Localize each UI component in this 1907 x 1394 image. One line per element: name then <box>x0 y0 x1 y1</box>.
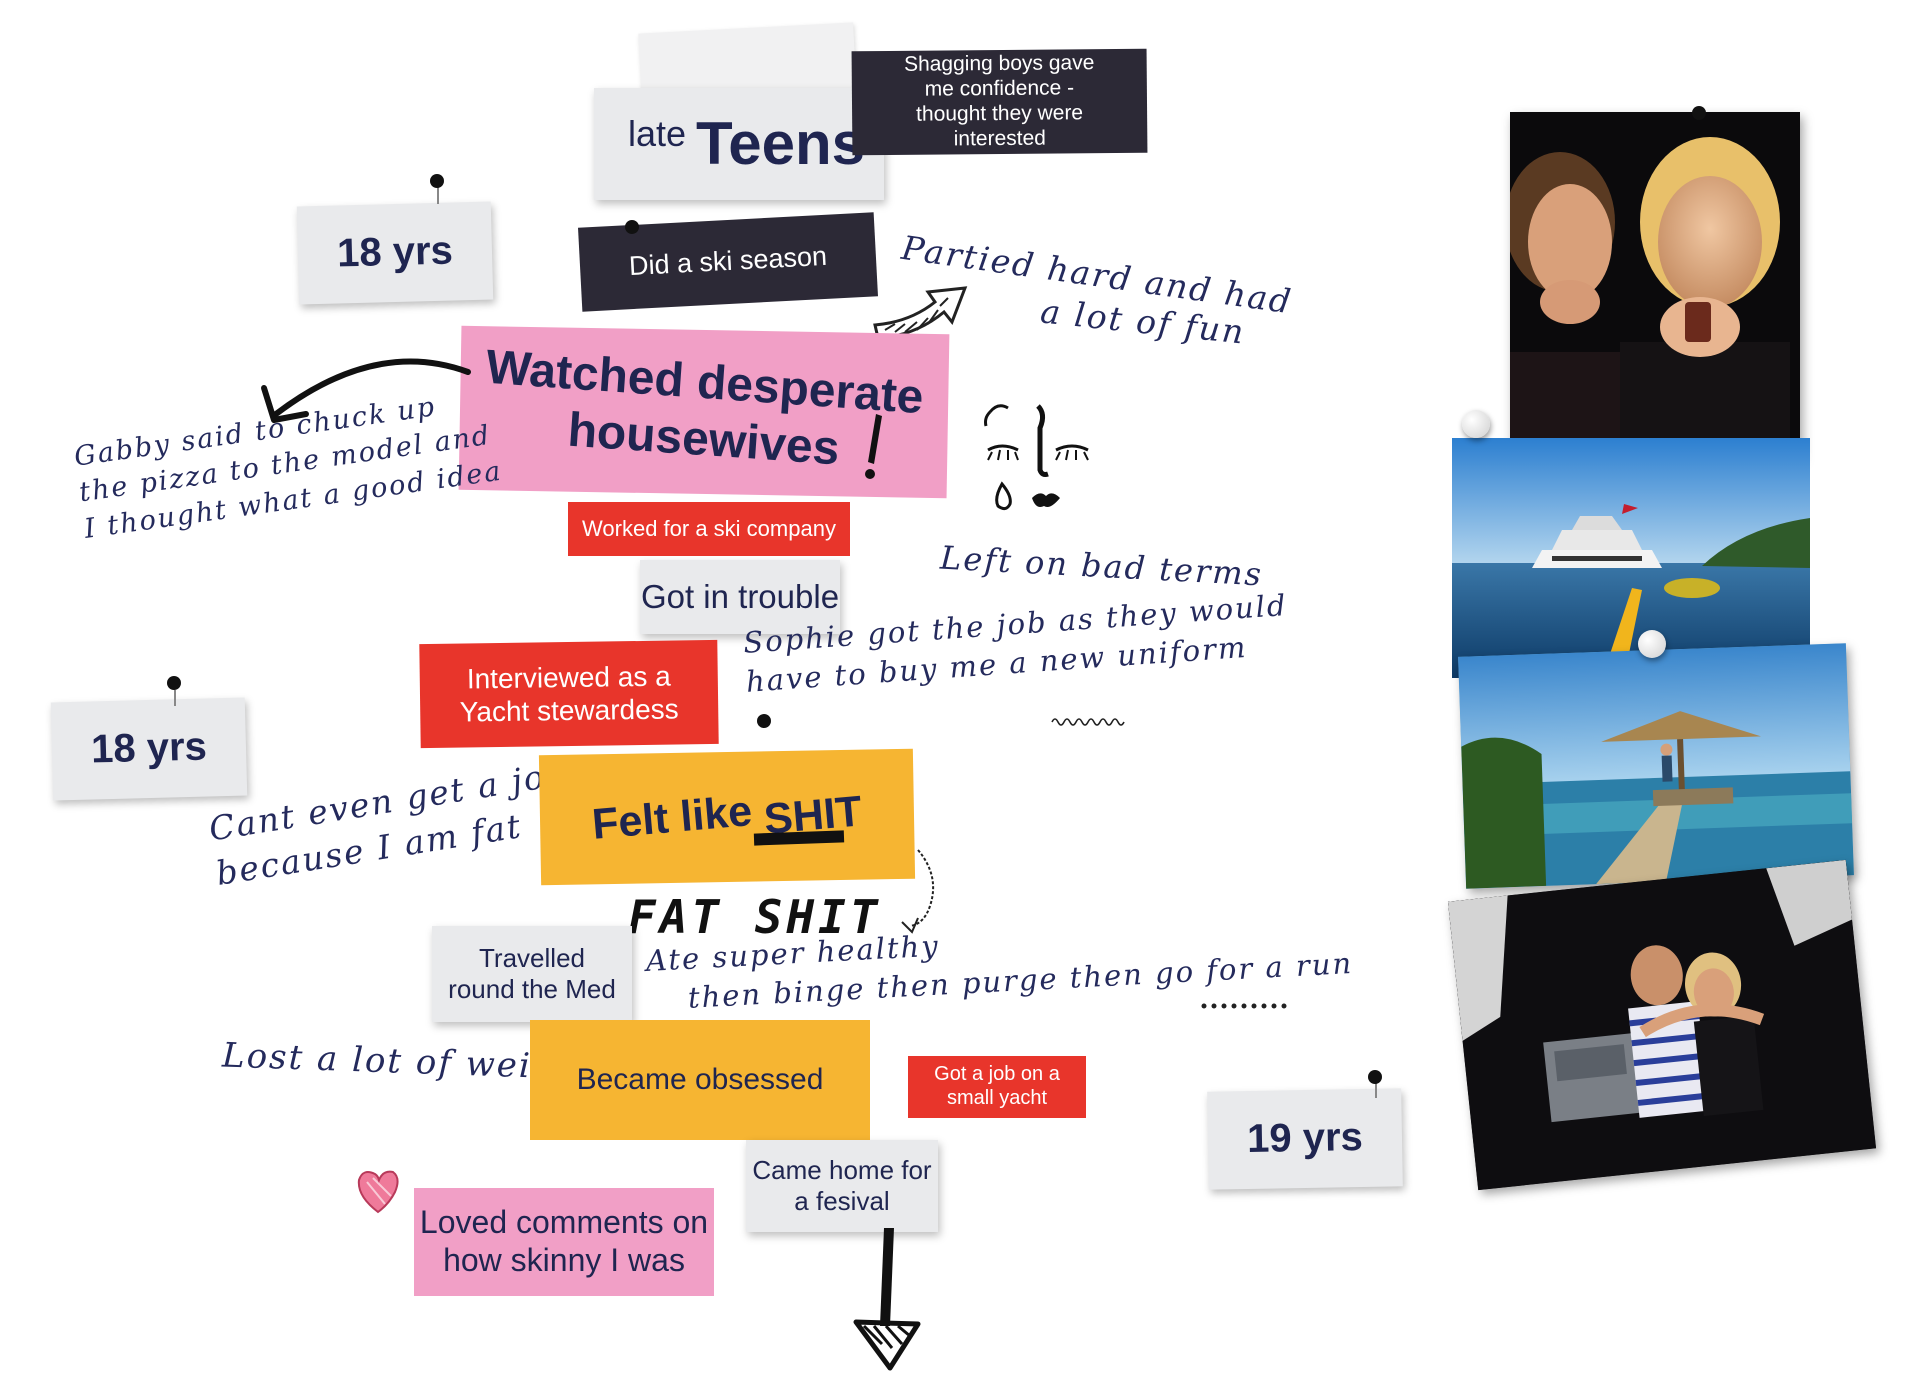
photo-girls-shots <box>1510 112 1800 457</box>
down-arrow-icon <box>853 1228 921 1371</box>
page-title: late Teens <box>594 88 884 200</box>
note-felt-like: Felt like SHIT <box>538 748 916 886</box>
note-travelled: Travelled round the Med <box>432 926 632 1022</box>
note-shagging: Shagging boys gave me confidence - thoug… <box>851 48 1148 156</box>
note-fat-shit: FAT SHIT <box>628 890 882 944</box>
note-festival: Came home for a fesival <box>746 1140 938 1232</box>
pushpin-icon <box>430 174 444 188</box>
note-cant-get-job: Cant even get a job because I am fat <box>206 753 572 893</box>
pushpin-icon <box>757 714 771 728</box>
title-small: late <box>628 112 687 154</box>
curl-arrow-icon <box>901 849 934 934</box>
squiggle-icon <box>1051 718 1125 726</box>
dots-trail-icon <box>1201 1003 1287 1009</box>
note-skinny: Loved comments on how skinny I was <box>414 1188 714 1296</box>
age-badge-2: 18 yrs <box>50 697 248 801</box>
note-ski-company: Worked for a ski company <box>568 502 850 556</box>
note-obsessed: Became obsessed <box>530 1020 870 1140</box>
pushpin-icon <box>1692 106 1706 120</box>
note-ski-season: Did a ski season <box>578 212 878 312</box>
pushpin-icon <box>1368 1070 1382 1084</box>
photo-pier-hut <box>1458 643 1854 889</box>
note-interviewed: Interviewed as a Yacht stewardess <box>419 639 719 749</box>
pin-stick <box>437 186 439 204</box>
note-left-terms: Left on bad terms <box>939 538 1264 594</box>
hatched-arrow-icon <box>873 286 968 340</box>
pushpin-icon <box>625 220 639 234</box>
pin-stick <box>1375 1082 1377 1098</box>
white-pushpin-icon <box>1638 630 1666 658</box>
note-small-yacht: Got a job on a small yacht <box>908 1056 1086 1118</box>
heart-icon <box>357 1170 399 1214</box>
pin-stick <box>174 690 176 706</box>
note-trouble: Got in trouble <box>640 560 840 634</box>
age-badge-3: 19 yrs <box>1207 1088 1403 1190</box>
curved-arrow-icon <box>261 358 471 423</box>
title-big: Teens <box>696 109 866 177</box>
photo-yacht-sea <box>1452 438 1810 678</box>
pushpin-icon <box>167 676 181 690</box>
exclamation-icon <box>865 414 882 479</box>
white-pushpin-icon <box>1462 410 1490 438</box>
crying-face-icon <box>984 404 1089 511</box>
photo-couple-boat <box>1447 859 1877 1191</box>
age-badge-1: 18 yrs <box>296 201 494 305</box>
